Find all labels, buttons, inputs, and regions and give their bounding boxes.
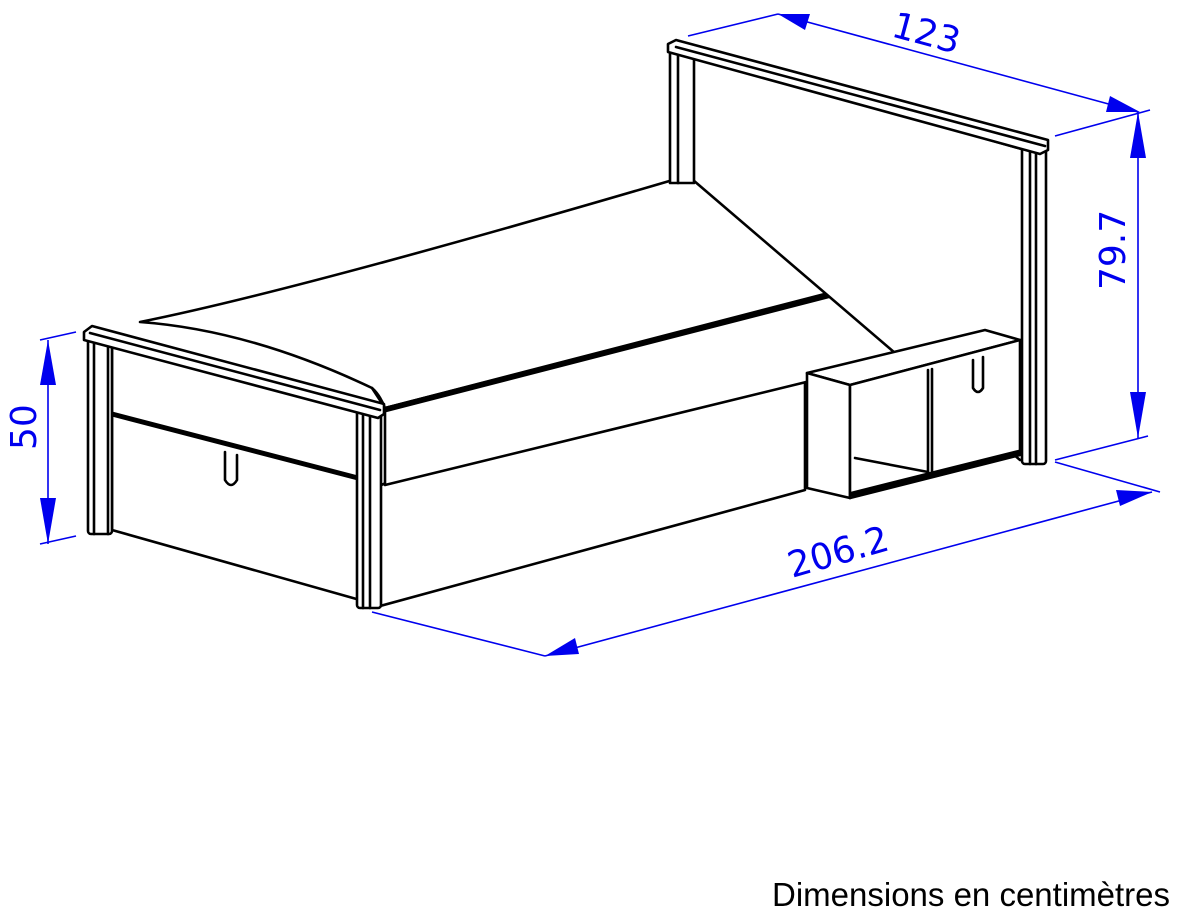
units-caption: Dimensions en centimètres xyxy=(772,876,1170,913)
arrow-icon xyxy=(40,340,56,385)
arrow-icon xyxy=(1130,112,1146,158)
arrow-icon xyxy=(1106,96,1140,112)
dimension-label-headboard-height: 79.7 xyxy=(1093,210,1134,290)
arrow-icon xyxy=(40,498,56,544)
dimension-headboard-height: 79.7 xyxy=(1054,112,1149,461)
arrow-icon xyxy=(545,638,579,656)
arrow-icon xyxy=(1130,392,1146,438)
arrow-icon xyxy=(1116,490,1152,506)
arrow-icon xyxy=(778,14,810,30)
dimension-label-width: 123 xyxy=(888,5,965,62)
bedside-storage-unit xyxy=(805,328,1023,500)
dimension-label-footboard-height: 50 xyxy=(4,404,45,450)
footboard xyxy=(82,324,386,610)
dimension-footboard-height: 50 xyxy=(4,331,77,545)
